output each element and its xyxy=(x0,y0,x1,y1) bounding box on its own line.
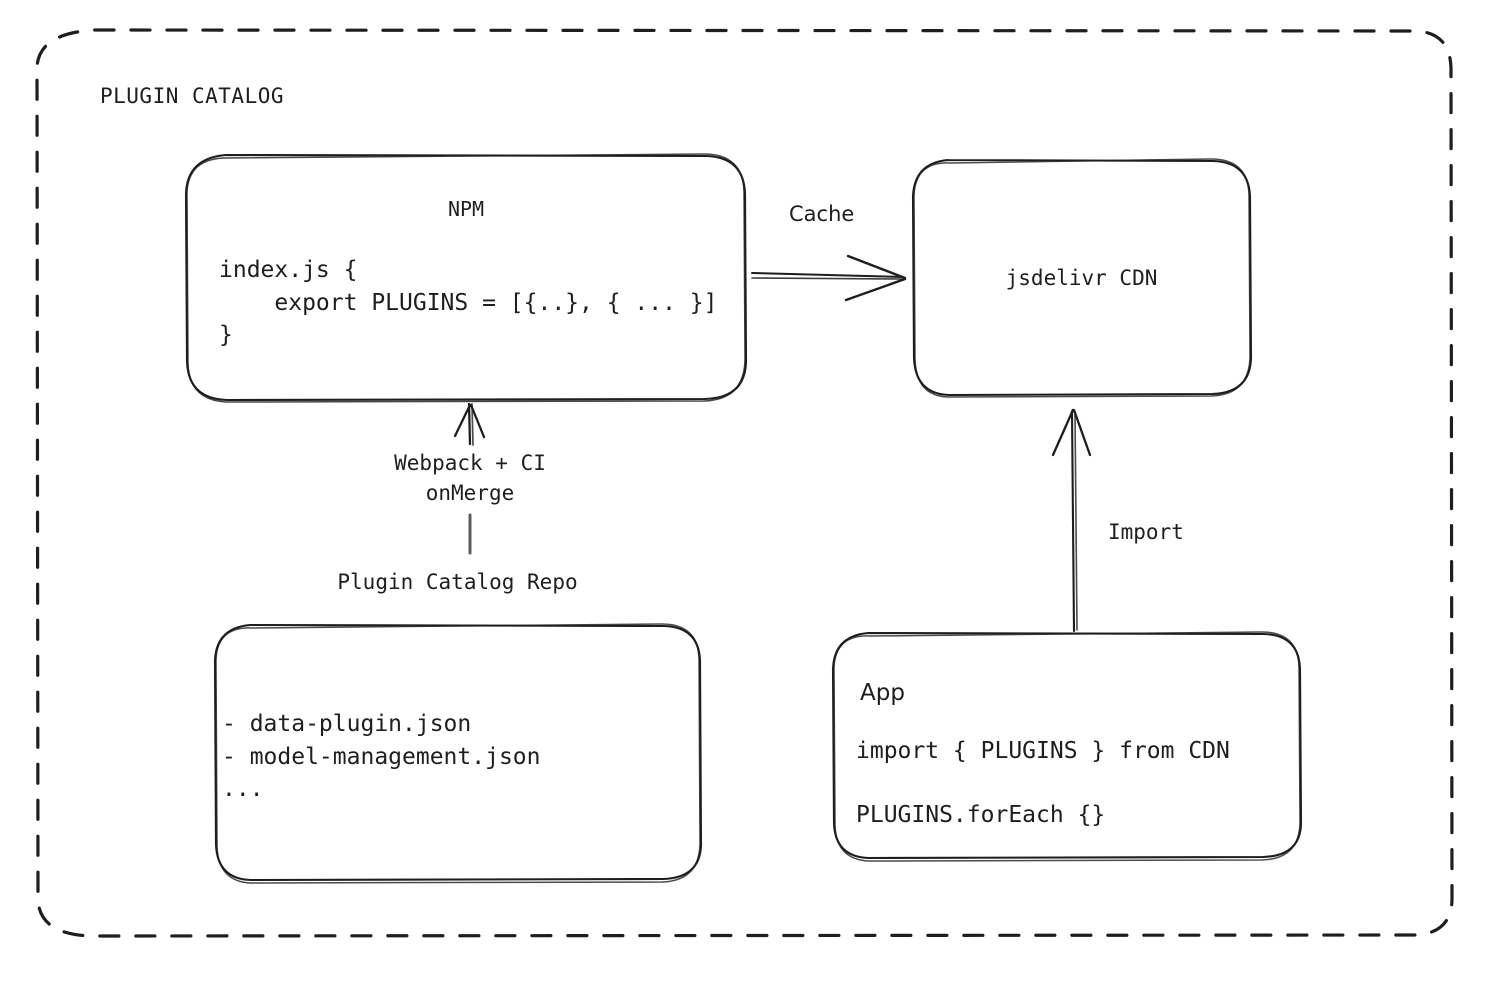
app-node-line-2: PLUGINS.forEach {} xyxy=(856,802,1106,828)
page-title: PLUGIN CATALOG xyxy=(100,84,285,108)
app-node-title: App xyxy=(860,680,905,706)
build-edge-label: Webpack + CI onMerge xyxy=(394,451,546,506)
repo-node-label: Plugin Catalog Repo xyxy=(337,570,578,594)
cache-edge-label: Cache xyxy=(789,202,855,226)
npm-node-title: NPM xyxy=(447,197,485,221)
cdn-node-title: jsdelivr CDN xyxy=(1005,266,1158,290)
import-arrow xyxy=(1051,408,1092,633)
repo-node-files: - data-plugin.json - model-management.js… xyxy=(222,711,541,803)
import-edge-label: Import xyxy=(1108,520,1184,544)
cache-arrow xyxy=(751,254,907,302)
npm-node-code: index.js { export PLUGINS = [{..}, { ...… xyxy=(219,257,718,349)
app-node-line-1: import { PLUGINS } from CDN xyxy=(856,738,1230,764)
